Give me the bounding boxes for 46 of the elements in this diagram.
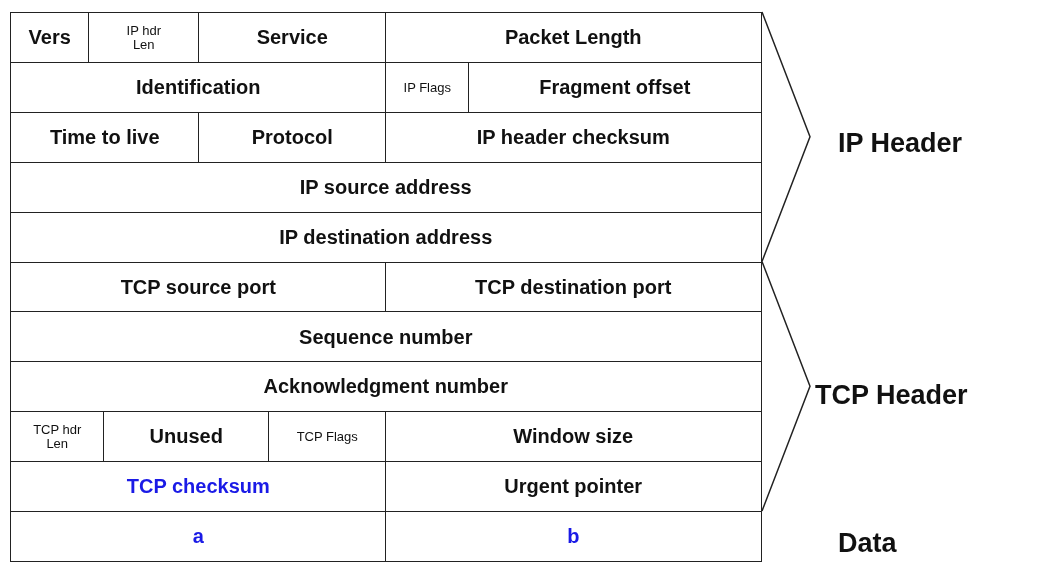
field-cell xyxy=(10,361,762,413)
field-name: TCP hdr Len xyxy=(32,423,83,451)
field-name: IP source address xyxy=(299,176,472,198)
field-name: IP hdr Len xyxy=(125,24,162,52)
field-name: TCP checksum xyxy=(126,476,270,498)
field-cell xyxy=(385,111,762,164)
field-cell xyxy=(10,411,105,463)
field-name: Time to live xyxy=(49,127,160,148)
field-name: Sequence number xyxy=(299,326,473,348)
field-cell xyxy=(385,411,762,463)
field-name: Unused xyxy=(149,426,223,448)
section-label: TCP Header xyxy=(815,380,968,411)
field-name: Vers xyxy=(28,27,71,49)
field-name: b xyxy=(567,526,580,548)
section-label: IP Header xyxy=(838,128,963,159)
field-cell xyxy=(198,12,387,64)
field-name: IP header checksum xyxy=(476,127,670,148)
field-name: Packet Length xyxy=(504,27,642,49)
field-name: Identification xyxy=(136,77,261,99)
field-name: TCP destination port xyxy=(475,276,672,298)
field-name: Protocol xyxy=(251,127,333,148)
section-label: Data xyxy=(838,528,897,559)
field-name: TCP Flags xyxy=(296,430,358,444)
field-name: TCP source port xyxy=(120,276,276,298)
field-cell xyxy=(88,12,200,64)
field-name: Service xyxy=(256,27,328,49)
field-cell xyxy=(10,211,762,263)
field-cell xyxy=(385,461,762,513)
field-cell xyxy=(385,12,762,64)
field-name: Urgent pointer xyxy=(504,476,643,498)
field-name: IP destination address xyxy=(279,226,493,248)
field-cell xyxy=(103,411,270,463)
field-cell xyxy=(268,411,387,463)
field-name: Acknowledgment number xyxy=(263,376,508,398)
field-cell xyxy=(10,311,762,363)
field-name: a xyxy=(192,526,204,548)
field-cell xyxy=(10,461,387,513)
field-name: Fragment offset xyxy=(539,77,691,99)
field-name: Window size xyxy=(513,426,634,448)
field-cell xyxy=(385,261,762,313)
field-cell xyxy=(10,511,387,563)
field-cell xyxy=(10,161,762,214)
field-cell xyxy=(10,12,90,64)
field-name: IP Flags xyxy=(403,80,451,95)
field-cell xyxy=(385,511,762,563)
field-cell xyxy=(468,61,762,114)
